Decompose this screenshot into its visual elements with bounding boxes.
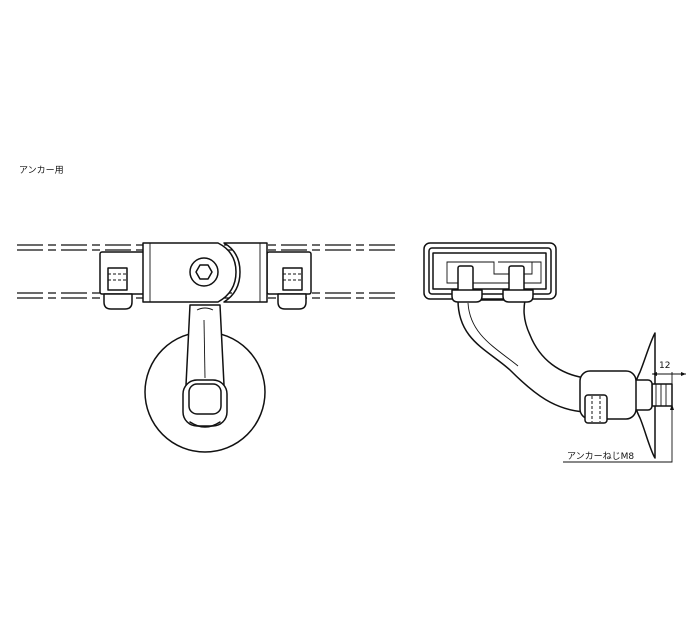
set-screw	[584, 394, 608, 424]
anchor-screw	[631, 379, 673, 411]
drawing-title: アンカー用	[19, 165, 64, 176]
dimension-annotation: 12	[652, 361, 686, 408]
curved-arm	[457, 299, 586, 413]
dimension-value: 12	[659, 361, 670, 371]
hex-socket-icon	[195, 264, 213, 280]
saddle-housing	[423, 242, 557, 303]
front-view	[17, 242, 395, 453]
right-clamp-shoe	[266, 251, 312, 310]
hinge-block	[142, 242, 268, 303]
left-clamp-shoe	[99, 251, 145, 310]
side-view: 12 アンカーねじM8	[423, 242, 686, 463]
anchor-screw-label: アンカーねじM8	[567, 451, 634, 462]
callout-leader: アンカーねじM8	[563, 404, 674, 463]
